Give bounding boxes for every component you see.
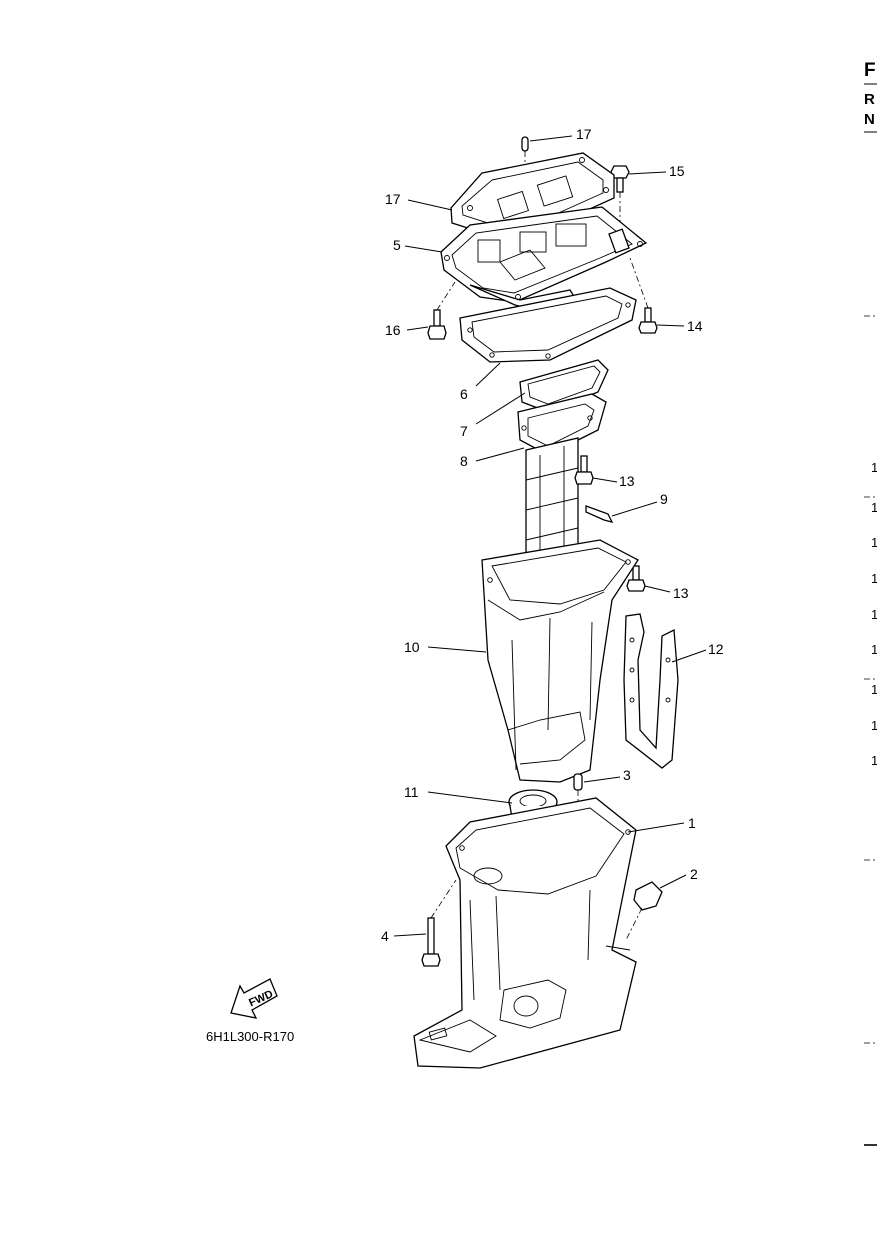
label-7: 7 <box>460 423 468 439</box>
leader-lines <box>393 135 707 937</box>
label-18: 17 <box>576 126 592 142</box>
part-labels: 17 15 17 5 16 14 6 7 8 13 9 13 10 12 3 1… <box>381 126 724 944</box>
part-14-bolt <box>629 257 658 334</box>
label-11: 11 <box>404 784 419 800</box>
label-15: 15 <box>669 163 685 179</box>
label-13-upper: 13 <box>619 473 635 489</box>
edge-digit: 1 <box>871 718 877 733</box>
label-5: 5 <box>393 237 401 253</box>
label-2: 2 <box>690 866 698 882</box>
part-6-gasket <box>459 287 637 363</box>
part-1-lower-casing <box>413 797 637 1069</box>
label-16: 16 <box>385 322 401 338</box>
label-13-lower: 13 <box>673 585 689 601</box>
label-12: 12 <box>708 641 724 657</box>
label-3: 3 <box>623 767 631 783</box>
part-16-bolt <box>427 281 456 340</box>
part-10-upper-casing <box>481 539 639 783</box>
edge-digit: 1 <box>871 682 877 697</box>
label-6: 6 <box>460 386 468 402</box>
edge-digit: 1 <box>871 535 877 550</box>
fwd-arrow-icon: FWD <box>230 978 278 1019</box>
edge-letter-n: N <box>864 111 875 128</box>
label-17: 17 <box>385 191 401 207</box>
part-13-bolt-upper <box>574 455 594 485</box>
label-9: 9 <box>660 491 668 507</box>
edge-digit: 1 <box>871 642 877 657</box>
part-15-bolt <box>610 165 630 240</box>
part-4-bolt <box>421 879 457 967</box>
edge-digit: 1 <box>871 607 877 622</box>
part-13-bolt-lower <box>626 565 646 592</box>
part-12-rubber-seal <box>623 613 679 769</box>
label-14: 14 <box>687 318 703 334</box>
edge-digit: 1 <box>871 500 877 515</box>
label-8: 8 <box>460 453 468 469</box>
label-1: 1 <box>688 815 696 831</box>
edge-letter-f: F <box>864 60 876 81</box>
part-9-clip <box>585 505 614 523</box>
edge-digit: 1 <box>871 571 877 586</box>
part-2-cover <box>625 881 663 941</box>
edge-letter-r: R <box>864 91 875 108</box>
edge-digit: 1 <box>871 753 877 768</box>
figure-code: 6H1L300-R170 <box>206 1029 294 1044</box>
part-7-gasket <box>519 359 609 413</box>
label-10: 10 <box>404 639 420 655</box>
right-edge-fragments: F R N 1 1 1 1 1 1 1 1 1 <box>864 60 877 1146</box>
edge-digit: 1 <box>871 460 877 475</box>
part-8-exhaust-manifold <box>517 393 607 579</box>
label-4: 4 <box>381 928 389 944</box>
part-5-exhaust-guide <box>440 206 648 316</box>
